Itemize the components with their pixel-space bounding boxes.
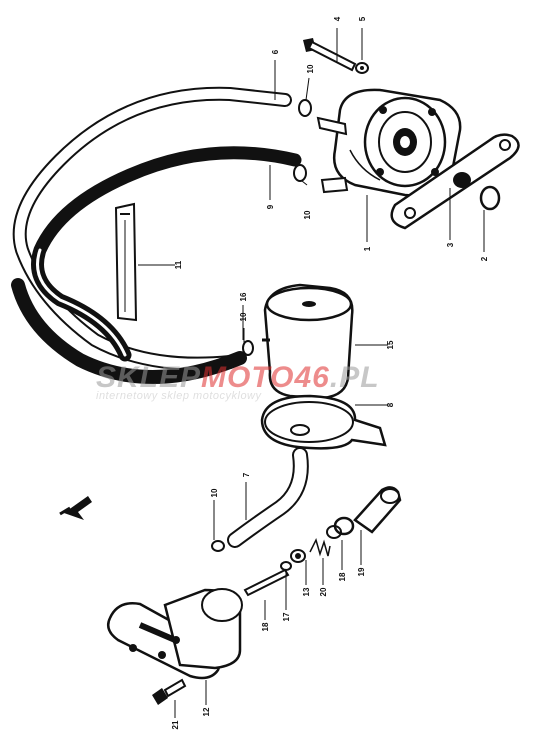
watermark: SKLEPMOTO46.PL internetowy sklep motocyk… (96, 361, 380, 402)
callout-20: 20 (319, 587, 328, 596)
watermark-brand-suffix: 46 (293, 361, 329, 394)
pump-bracket (390, 133, 520, 230)
fuel-pump (316, 88, 462, 197)
callout-10b: 10 (303, 210, 312, 219)
callout-2: 2 (480, 256, 489, 261)
callout-10d: 10 (210, 488, 219, 497)
callout-11: 11 (174, 260, 183, 269)
watermark-brand-tld: .PL (330, 361, 380, 394)
hose-clamp-bottom (211, 540, 225, 552)
base-screw (152, 678, 187, 705)
callout-6: 6 (271, 49, 280, 54)
callout-15: 15 (386, 340, 395, 349)
watermark-brand-prefix: SKLEP (96, 361, 201, 394)
pump-bolt (303, 38, 357, 72)
callout-4: 4 (333, 16, 342, 21)
hose-protector (114, 202, 138, 322)
callout-7: 7 (242, 472, 251, 477)
o-ring (479, 185, 501, 211)
callout-3: 3 (446, 242, 455, 247)
filter-holder (260, 394, 387, 450)
leader-lines (138, 28, 485, 718)
callout-12: 12 (202, 707, 211, 716)
svg-text:SKLEPMOTO46.PL: SKLEPMOTO46.PL (96, 361, 380, 394)
callout-5: 5 (358, 16, 367, 21)
callout-18: 18 (261, 622, 270, 631)
pump-washer (355, 62, 369, 74)
valve-seat (290, 549, 306, 563)
callout-10c: 10 (239, 312, 248, 321)
front-arrow-icon (59, 496, 92, 520)
fuel-filter (262, 283, 354, 413)
callout-10a: 10 (306, 64, 315, 73)
hose-clamp-lower (293, 164, 307, 182)
fuel-hose-inner (31, 146, 302, 362)
fuel-cock-body (353, 486, 402, 534)
callout-19: 19 (357, 567, 366, 576)
spring (309, 537, 331, 557)
fuel-cock-base (107, 588, 243, 680)
hose-clamp-upper (298, 99, 312, 117)
callout-17: 17 (282, 612, 291, 621)
callout-1: 1 (363, 246, 372, 251)
gasket (326, 525, 342, 539)
fuel-hose-lower (11, 278, 247, 384)
callout-18b: 18 (338, 572, 347, 581)
push-rod (243, 568, 290, 597)
filter-clamp (242, 340, 254, 356)
pin-washer (280, 561, 292, 571)
watermark-brand-middle: MOTO (201, 361, 294, 394)
callout-21: 21 (171, 720, 180, 729)
callout-13: 13 (302, 587, 311, 596)
callout-8: 8 (386, 402, 395, 407)
callout-labels: 4 5 6 10 9 10 1 3 2 11 15 16 8 10 7 10 1… (171, 16, 489, 729)
callout-9: 9 (266, 204, 275, 209)
filter-hose (227, 447, 309, 548)
watermark-tagline: internetowy sklep motocyklowy (96, 390, 263, 402)
callout-16: 16 (239, 292, 248, 301)
